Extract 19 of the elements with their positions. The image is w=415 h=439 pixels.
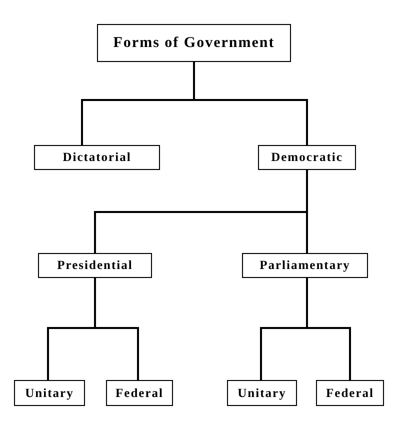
category-box	[258, 145, 356, 170]
category-label: Federal	[116, 386, 164, 400]
connector-line	[193, 62, 308, 145]
category-box	[106, 380, 173, 406]
category-box	[34, 145, 160, 170]
category-label: Parliamentary	[260, 258, 350, 273]
category-box	[242, 253, 368, 278]
category-label: Federal	[326, 386, 374, 400]
category-box	[97, 24, 291, 62]
category-box	[38, 253, 152, 278]
category-box	[14, 380, 85, 406]
category-label: Unitary	[238, 386, 286, 400]
category-label: Presidential	[57, 258, 133, 273]
category-label: Democratic	[271, 150, 343, 165]
category-label: Forms of Government	[113, 34, 275, 52]
category-label: Dictatorial	[62, 150, 132, 165]
category-label: Unitary	[25, 386, 74, 400]
category-box	[227, 380, 297, 406]
category-box	[316, 380, 384, 406]
